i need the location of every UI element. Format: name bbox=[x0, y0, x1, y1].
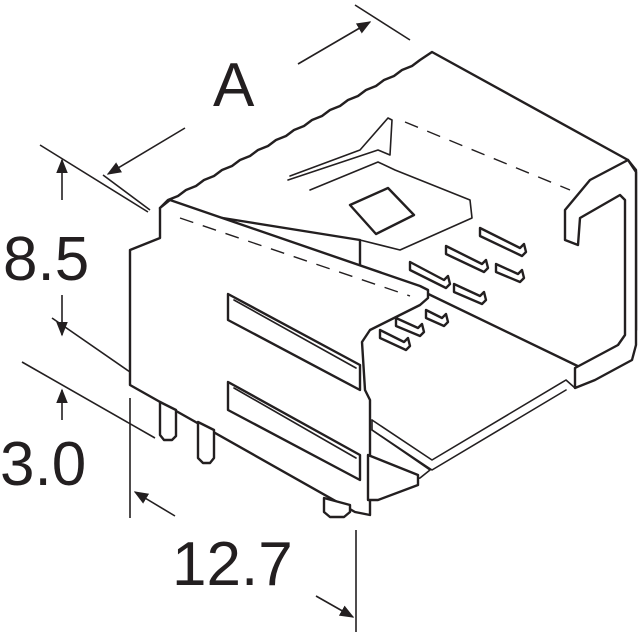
hidden-line-left bbox=[179, 217, 411, 297]
dim-127-label: 12.7 bbox=[172, 530, 293, 599]
interior-rail-1 bbox=[371, 389, 567, 471]
left-side-block bbox=[128, 198, 430, 517]
right-side-wall bbox=[563, 158, 638, 390]
side-window-upper bbox=[226, 292, 362, 392]
contact-pin bbox=[378, 328, 412, 352]
contact-pin bbox=[394, 316, 426, 338]
contact-pins bbox=[378, 226, 528, 352]
pcb-tail-pins bbox=[158, 400, 352, 519]
interior-floor bbox=[371, 379, 576, 461]
contact-pin bbox=[444, 244, 490, 274]
tail-pin bbox=[158, 400, 178, 442]
dim-a-arrow-left bbox=[106, 127, 186, 175]
dimension-a: A bbox=[102, 4, 411, 211]
latch-slot bbox=[287, 117, 393, 181]
dimension-12-7: 12.7 bbox=[129, 398, 357, 632]
dim-127-arrow-right bbox=[315, 595, 355, 618]
latch-slot-inner bbox=[309, 161, 473, 251]
side-window-upper-inner bbox=[233, 299, 357, 369]
dim-a-extension-left bbox=[102, 174, 151, 211]
contact-pin bbox=[424, 308, 450, 328]
dim-a-arrow-right bbox=[297, 21, 372, 65]
side-window-lower bbox=[226, 380, 362, 482]
tail-pin bbox=[322, 496, 352, 519]
dim-30-label: 3.0 bbox=[0, 430, 86, 499]
dimension-3-0: 3.0 bbox=[0, 361, 156, 499]
dim-127-arrow-left bbox=[133, 491, 176, 517]
hidden-line-right bbox=[404, 121, 571, 191]
contact-pin bbox=[408, 260, 452, 290]
connector-body bbox=[128, 50, 638, 519]
side-window-lower-inner bbox=[233, 387, 357, 459]
contact-pin bbox=[494, 262, 526, 284]
dim-30-extension bbox=[21, 361, 156, 439]
contact-pin bbox=[452, 282, 488, 306]
key-tab bbox=[348, 186, 416, 236]
contact-pin bbox=[478, 226, 528, 258]
dim-a-extension-right bbox=[354, 4, 411, 41]
dim-a-label: A bbox=[213, 51, 255, 120]
dimension-8-5: 8.5 bbox=[3, 144, 149, 373]
dim-85-extension-bottom bbox=[51, 317, 131, 373]
dim-85-label: 8.5 bbox=[3, 225, 89, 294]
dim-85-extension-top bbox=[39, 144, 149, 213]
tail-pin bbox=[196, 420, 216, 465]
bottom-ramp bbox=[366, 453, 420, 502]
